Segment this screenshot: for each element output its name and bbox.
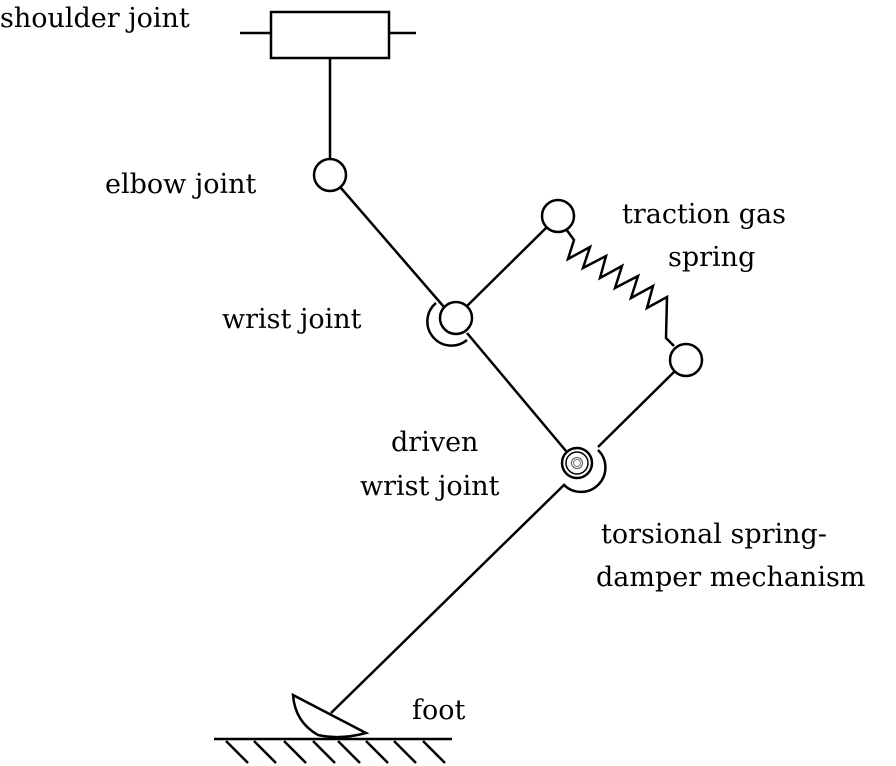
shoulder-joint: [240, 10, 416, 60]
label-shoulder-joint: shoulder joint: [0, 3, 190, 34]
label-spring: spring: [668, 242, 755, 273]
spring-to-driven-link: [597, 371, 675, 448]
spring-upper-node: [540, 198, 576, 234]
shank-link: [330, 483, 566, 714]
driven-joint-arc: [563, 449, 607, 494]
driven-wrist-joint: [560, 446, 594, 480]
label-torsional-spring: torsional spring-: [601, 519, 827, 550]
label-driven-wrist-joint: wrist joint: [360, 471, 500, 502]
wrist-to-driven-link: [466, 332, 567, 452]
spring-lower-node: [668, 342, 704, 378]
wrist-joint-arc: [426, 302, 468, 347]
wrist-to-spring-link: [466, 227, 547, 307]
label-traction-gas: traction gas: [622, 199, 786, 230]
traction-gas-spring: [564, 228, 675, 347]
label-damper-mechanism: damper mechanism: [596, 562, 865, 593]
elbow-joint: [312, 157, 348, 193]
label-driven: driven: [391, 427, 478, 458]
label-foot: foot: [412, 695, 466, 726]
wrist-joint: [438, 300, 474, 336]
label-wrist-joint: wrist joint: [222, 304, 362, 335]
foot-shape: [291, 692, 370, 739]
label-elbow-joint: elbow joint: [105, 169, 256, 200]
forearm-link: [340, 187, 445, 308]
ground: [214, 737, 452, 764]
